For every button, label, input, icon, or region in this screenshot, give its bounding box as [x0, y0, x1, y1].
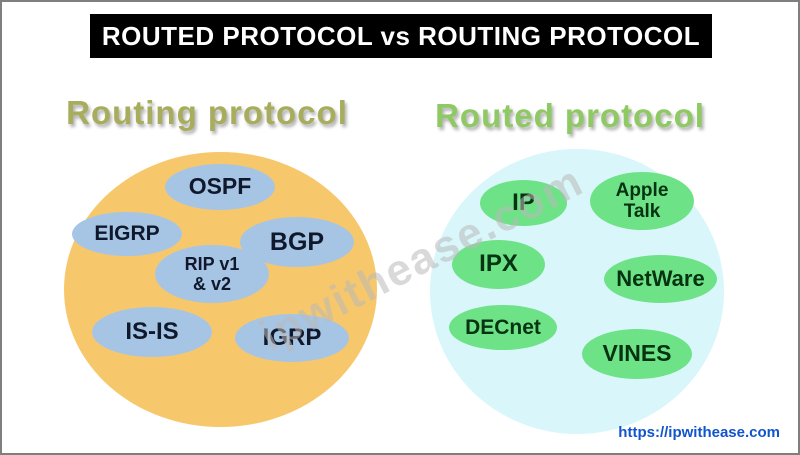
bubble-ospf: OSPF — [165, 164, 275, 210]
bubble-appletalk: Apple Talk — [590, 172, 694, 230]
routed-protocol-title: Routed protocol — [435, 97, 705, 134]
bubble-netware: NetWare — [604, 255, 717, 303]
bubble-vines: VINES — [582, 329, 692, 379]
header-bar: ROUTED PROTOCOL vs ROUTING PROTOCOL — [90, 14, 712, 58]
routing-protocol-title: Routing protocol — [66, 94, 348, 131]
bubble-eigrp: EIGRP — [72, 212, 182, 256]
bubble-decnet: DECnet — [449, 305, 557, 350]
bubble-ipx: IPX — [452, 240, 545, 289]
bubble-rip: RIP v1 & v2 — [155, 245, 269, 303]
bubble-igrp: IGRP — [235, 314, 349, 362]
footer-website-link[interactable]: https://ipwithease.com — [618, 424, 780, 441]
bubble-isis: IS-IS — [92, 307, 212, 357]
bubble-ip: IP — [480, 180, 567, 226]
page-title: ROUTED PROTOCOL vs ROUTING PROTOCOL — [101, 20, 701, 51]
